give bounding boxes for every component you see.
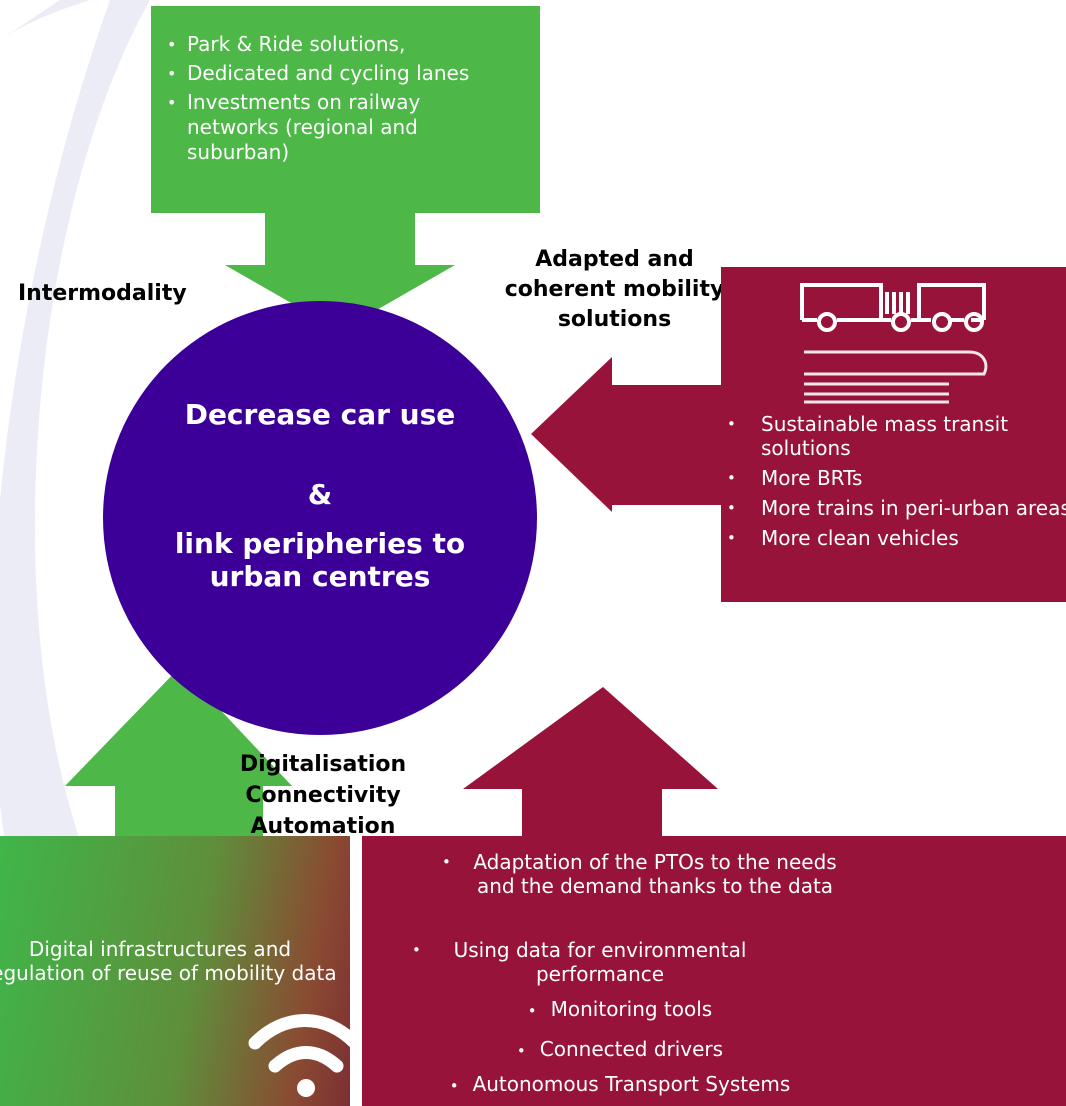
label-digitalisation: Digitalisation Connectivity Automation — [239, 752, 407, 839]
digital-infrastructure-text: Digital infrastructures and regulation o… — [0, 937, 337, 985]
data-use-box — [362, 836, 1066, 1106]
train-icon — [800, 283, 988, 404]
circle-ampersand: & — [307, 478, 333, 511]
left-arrow-maroon — [531, 357, 730, 512]
list-item: •Monitoring tools — [527, 997, 713, 1021]
list-item: More clean vehicles — [721, 526, 1066, 550]
list-item: Dedicated and cycling lanes — [167, 61, 477, 86]
down-arrow-green — [225, 200, 455, 331]
up-arrow-green — [65, 667, 292, 845]
goal-circle — [103, 301, 537, 735]
up-arrow-maroon — [463, 687, 718, 848]
list-item: Investments on railway networks (regiona… — [167, 90, 477, 165]
circle-title-line2: link peripheries to urban centres — [174, 527, 466, 593]
list-item: •Connected drivers — [516, 1037, 724, 1061]
label-adapted-solutions: Adapted and coherent mobility solutions — [504, 247, 725, 332]
circle-title-line1: Decrease car use — [184, 398, 456, 431]
list-item: More BRTs — [721, 466, 1066, 490]
list-item: • Adaptation of the PTOs to the needs an… — [442, 850, 837, 898]
mass-transit-box: Sustainable mass transit solutions More … — [721, 267, 1066, 602]
list-item: Park & Ride solutions, — [167, 32, 477, 57]
list-item: • Using data for environmental performan… — [412, 938, 747, 986]
list-item: •Autonomous Transport Systems — [449, 1072, 791, 1096]
label-intermodality: Intermodality — [18, 281, 187, 306]
list-item: More trains in peri-urban areas — [721, 496, 1066, 520]
intermodality-box: Park & Ride solutions, Dedicated and cyc… — [151, 6, 540, 213]
list-item: Sustainable mass transit solutions — [721, 412, 1066, 460]
wifi-icon — [248, 1014, 355, 1097]
